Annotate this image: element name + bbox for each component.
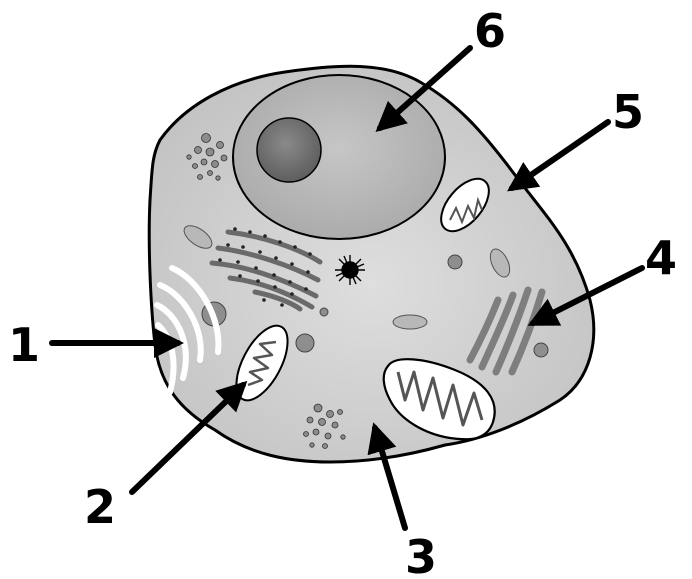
lysosome-small-center: [320, 308, 328, 316]
lysosome-right: [534, 343, 548, 357]
label-5: 5: [612, 85, 644, 139]
nucleolus: [257, 118, 321, 182]
label-2: 2: [84, 480, 116, 534]
lysosome-center: [296, 334, 314, 352]
arrow-5: [512, 122, 608, 188]
vesicle-center: [393, 315, 427, 329]
label-4: 4: [645, 231, 677, 285]
label-3: 3: [405, 530, 437, 579]
lysosome-right-top: [448, 255, 462, 269]
centrosome: [335, 255, 365, 285]
label-1: 1: [8, 318, 40, 372]
label-6: 6: [474, 4, 506, 58]
